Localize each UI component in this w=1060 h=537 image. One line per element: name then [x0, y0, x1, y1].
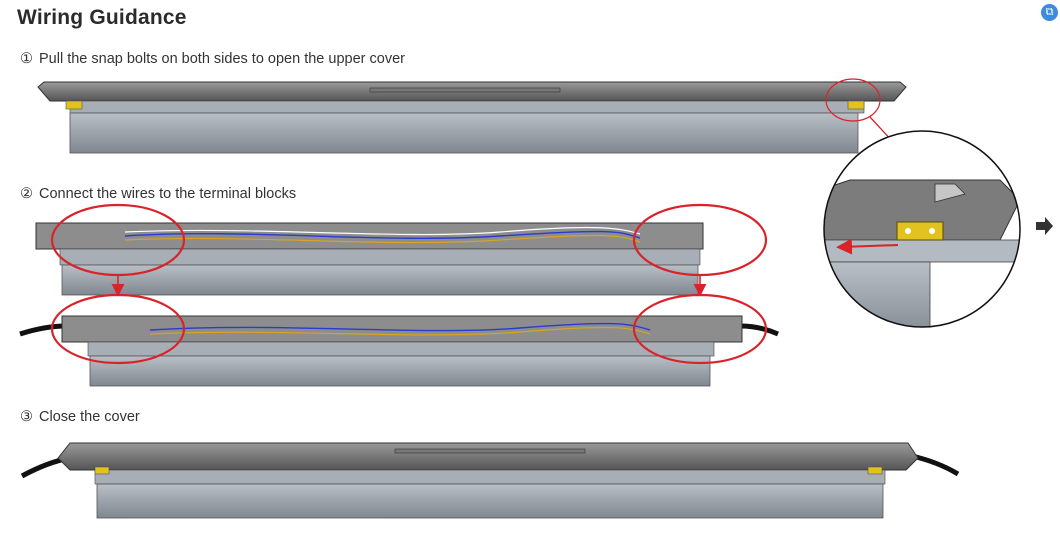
fixture-closed-cover — [20, 442, 960, 519]
step-2: ② Connect the wires to the terminal block… — [20, 186, 296, 202]
right-arrow-icon — [1036, 217, 1053, 235]
snap-bolt-detail — [896, 221, 944, 241]
step-3: ③ Close the cover — [20, 409, 140, 425]
fixture-wiring-top — [35, 203, 768, 297]
step-1: ① Pull the snap bolts on both sides to op… — [20, 51, 405, 67]
snap-bolt-right — [847, 100, 865, 110]
step-3-number: ③ — [20, 409, 33, 425]
zoom-detail — [823, 130, 1021, 328]
snap-bolt-left — [65, 100, 83, 110]
translate-icon[interactable]: ⧉ — [1041, 4, 1058, 21]
highlight-circle-right — [632, 203, 768, 277]
snap-bolt-closed-left — [94, 466, 110, 475]
step-2-text: Connect the wires to the terminal blocks — [39, 186, 297, 202]
fixture-wiring-bottom — [19, 293, 780, 387]
highlight-circle-right-lower — [632, 293, 768, 365]
step-1-text: Pull the snap bolts on both sides to ope… — [39, 51, 405, 67]
page-title: Wiring Guidance — [17, 6, 187, 29]
snap-bolt-closed-right — [867, 466, 883, 475]
step-1-number: ① — [20, 51, 33, 67]
step-3-text: Close the cover — [39, 409, 140, 425]
highlight-circle — [825, 78, 881, 122]
step-2-number: ② — [20, 186, 33, 202]
fixture-open-cover — [37, 78, 909, 159]
highlight-circle-left-lower — [50, 293, 186, 365]
highlight-circle-left — [50, 203, 186, 277]
